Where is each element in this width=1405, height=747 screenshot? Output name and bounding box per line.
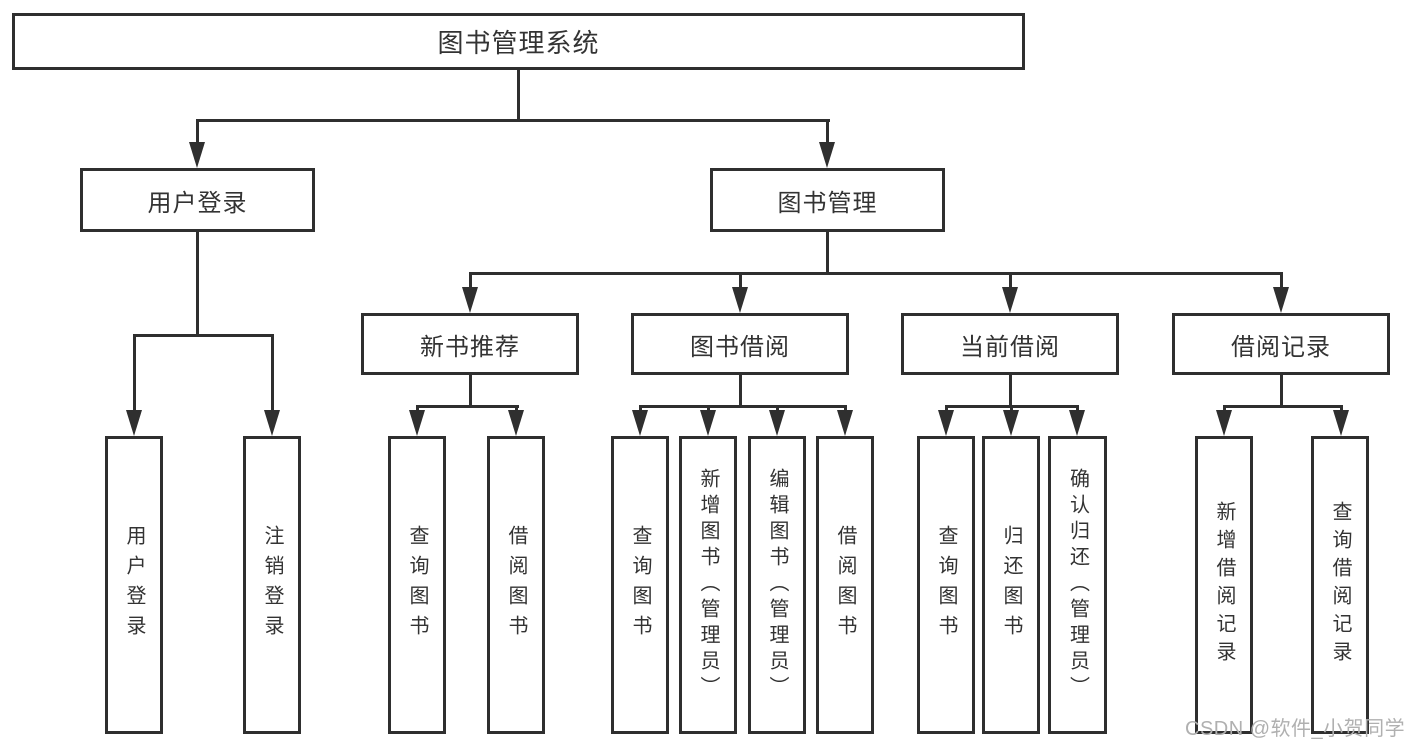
arrowhead-to-query-record xyxy=(1333,410,1349,436)
node-book-borrowing-label: 图书借阅 xyxy=(690,333,790,361)
leaf-borrow-book-b: 借阅图书 xyxy=(816,436,874,734)
node-book-management-label: 图书管理 xyxy=(777,189,878,217)
connector-new-book-rec-hbar xyxy=(416,405,519,408)
leaf-query-borrow-record: 查询借阅记录 xyxy=(1311,436,1369,734)
connector-book-mgmt-stub xyxy=(826,232,829,275)
node-current-borrowing-label: 当前借阅 xyxy=(960,333,1060,361)
connector-root-drop-right xyxy=(826,119,829,146)
connector-drop-add-record xyxy=(1223,405,1226,414)
connector-drop-book-borrow xyxy=(739,272,742,290)
connector-drop-query-record xyxy=(1340,405,1343,414)
node-user-login-label: 用户登录 xyxy=(147,189,248,217)
node-user-login: 用户登录 xyxy=(80,168,315,232)
connector-book-mgmt-hbar xyxy=(469,272,1283,275)
csdn-watermark: CSDN @软件_小贺同学 xyxy=(1185,718,1405,740)
connector-drop-confirm-return xyxy=(1076,405,1079,414)
arrowhead-to-borrow-book-a xyxy=(508,410,524,436)
connector-drop-borrow-book-a xyxy=(515,405,518,414)
arrowhead-to-book-borrowing xyxy=(732,287,748,313)
leaf-query-borrow-record-label: 查询借阅记录 xyxy=(1329,501,1351,669)
arrowhead-to-query-book-b xyxy=(632,410,648,436)
leaf-return-book: 归还图书 xyxy=(982,436,1040,734)
leaf-confirm-return: 确认归还（管理员） xyxy=(1048,436,1107,734)
leaf-query-book-a-label: 查询图书 xyxy=(406,525,428,645)
leaf-add-borrow-record-label: 新增借阅记录 xyxy=(1213,501,1235,669)
leaf-add-borrow-record: 新增借阅记录 xyxy=(1195,436,1253,734)
connector-drop-new-book-rec xyxy=(469,272,472,290)
connector-drop-leaf-user-login xyxy=(133,334,136,414)
connector-root-hbar xyxy=(196,119,830,122)
connector-drop-add-book xyxy=(707,405,710,414)
leaf-add-book: 新增图书（管理员） xyxy=(679,436,737,734)
connector-root-stub xyxy=(517,70,520,122)
connector-root-drop-left xyxy=(196,119,199,146)
leaf-return-book-label: 归还图书 xyxy=(1000,525,1022,645)
connector-drop-query-book-b xyxy=(639,405,642,414)
arrowhead-to-query-book-a xyxy=(409,410,425,436)
node-root-label: 图书管理系统 xyxy=(437,28,600,58)
arrowhead-to-new-book-recommend xyxy=(462,287,478,313)
leaf-query-book-a: 查询图书 xyxy=(388,436,446,734)
node-borrow-records: 借阅记录 xyxy=(1172,313,1390,375)
leaf-query-book-c: 查询图书 xyxy=(917,436,975,734)
connector-drop-query-book-c xyxy=(945,405,948,414)
arrowhead-to-leaf-user-login xyxy=(126,410,142,436)
arrowhead-to-book-management xyxy=(819,142,835,168)
node-borrow-records-label: 借阅记录 xyxy=(1231,333,1331,361)
connector-drop-borrow-records xyxy=(1280,272,1283,290)
leaf-user-login: 用户登录 xyxy=(105,436,163,734)
connector-user-login-hbar xyxy=(133,334,274,337)
arrowhead-to-return-book xyxy=(1003,410,1019,436)
connector-drop-return-book xyxy=(1010,405,1013,414)
leaf-query-book-b-label: 查询图书 xyxy=(629,525,651,645)
leaf-edit-book: 编辑图书（管理员） xyxy=(748,436,806,734)
arrowhead-to-add-record xyxy=(1216,410,1232,436)
leaf-borrow-book-a: 借阅图书 xyxy=(487,436,545,734)
connector-drop-edit-book xyxy=(776,405,779,414)
leaf-borrow-book-b-label: 借阅图书 xyxy=(834,525,856,645)
leaf-borrow-book-a-label: 借阅图书 xyxy=(505,525,527,645)
leaf-logout-label: 注销登录 xyxy=(261,525,283,645)
arrowhead-to-borrow-records xyxy=(1273,287,1289,313)
leaf-edit-book-label: 编辑图书（管理员） xyxy=(766,468,788,702)
leaf-query-book-b: 查询图书 xyxy=(611,436,669,734)
arrowhead-to-borrow-book-b xyxy=(837,410,853,436)
connector-user-login-stub xyxy=(196,232,199,337)
node-book-management: 图书管理 xyxy=(710,168,945,232)
leaf-add-book-label: 新增图书（管理员） xyxy=(697,468,719,702)
leaf-logout: 注销登录 xyxy=(243,436,301,734)
arrowhead-to-confirm-return xyxy=(1069,410,1085,436)
node-new-book-recommend-label: 新书推荐 xyxy=(420,333,520,361)
connector-book-borrow-stub xyxy=(739,375,742,408)
arrowhead-to-edit-book xyxy=(769,410,785,436)
connector-borrow-records-stub xyxy=(1280,375,1283,408)
arrowhead-to-query-book-c xyxy=(938,410,954,436)
connector-drop-query-book-a xyxy=(416,405,419,414)
connector-borrow-records-hbar xyxy=(1223,405,1343,408)
arrowhead-to-add-book xyxy=(700,410,716,436)
connector-drop-leaf-logout xyxy=(271,334,274,414)
arrowhead-to-leaf-logout xyxy=(264,410,280,436)
connector-drop-borrow-book-b xyxy=(844,405,847,414)
node-root: 图书管理系统 xyxy=(12,13,1025,70)
connector-new-book-rec-stub xyxy=(469,375,472,408)
connector-book-borrow-hbar xyxy=(639,405,847,408)
connector-current-borrow-stub xyxy=(1009,375,1012,408)
node-new-book-recommend: 新书推荐 xyxy=(361,313,579,375)
leaf-user-login-label: 用户登录 xyxy=(123,525,145,645)
arrowhead-to-user-login xyxy=(189,142,205,168)
leaf-query-book-c-label: 查询图书 xyxy=(935,525,957,645)
node-current-borrowing: 当前借阅 xyxy=(901,313,1119,375)
node-book-borrowing: 图书借阅 xyxy=(631,313,849,375)
connector-drop-current-borrow xyxy=(1009,272,1012,290)
leaf-confirm-return-label: 确认归还（管理员） xyxy=(1066,468,1089,702)
arrowhead-to-current-borrowing xyxy=(1002,287,1018,313)
